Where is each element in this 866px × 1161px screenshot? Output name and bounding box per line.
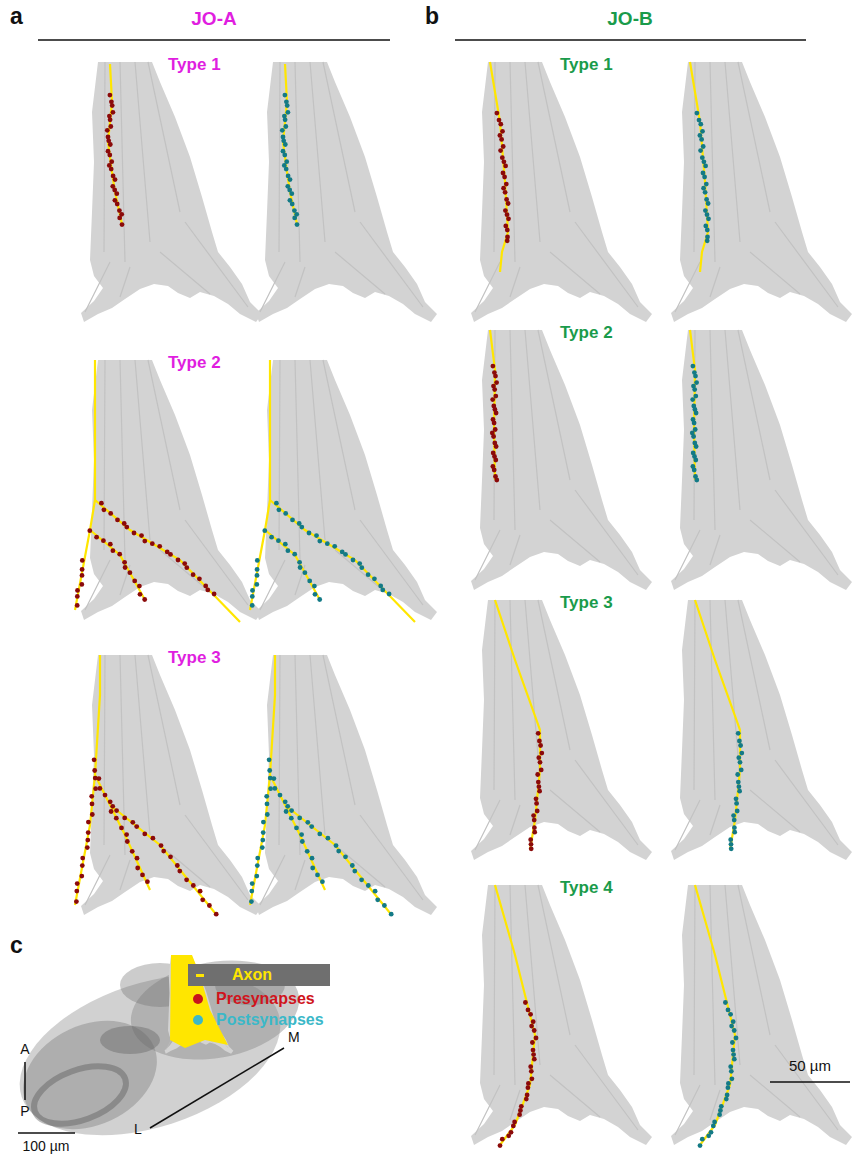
neuron-bundle <box>471 600 652 860</box>
legend-text: Presynapses <box>216 990 315 1008</box>
postsynapse-dots <box>250 501 392 608</box>
axis-label: A <box>20 1042 29 1057</box>
scale-bar <box>770 1081 850 1083</box>
axis-label: L <box>134 1122 142 1137</box>
neuron-bundle <box>256 655 437 915</box>
postsynapse-dots <box>280 93 300 227</box>
axis-label: P <box>20 1104 29 1119</box>
panel-letter: c <box>10 933 23 958</box>
postsynapse-dots <box>728 731 744 851</box>
presynapse-dots <box>498 1000 539 1148</box>
legend-ground <box>188 964 330 986</box>
scale-label: 100 µm <box>23 1139 70 1154</box>
legend-text: Axon <box>232 966 272 984</box>
presynapse-dots <box>495 111 511 244</box>
neuron-bundle <box>256 62 437 322</box>
axon-trace <box>495 600 540 850</box>
neuron-bundle <box>256 360 437 620</box>
type-label: Type 1 <box>168 56 221 75</box>
presynapse-dots <box>490 364 499 483</box>
type-label: Type 4 <box>560 879 613 898</box>
panel-letter: a <box>10 4 23 29</box>
presynapse-dots <box>105 93 125 227</box>
axis-line <box>24 1062 26 1100</box>
legend-text: Postsynapses <box>216 1011 324 1029</box>
neuron-bundle <box>81 655 262 915</box>
type-label: Type 3 <box>168 649 221 668</box>
neuron-bundle <box>671 62 852 322</box>
neuron-bundle <box>671 600 852 860</box>
type-label: Type 3 <box>560 594 613 613</box>
legend-swatch <box>193 994 203 1004</box>
scale-label: 50 µm <box>789 1058 831 1075</box>
group-heading: JO-B <box>607 9 652 30</box>
type-label: Type 1 <box>560 56 613 75</box>
presynapse-dots <box>74 757 219 916</box>
postsynapse-dots <box>695 111 711 244</box>
type-label: Type 2 <box>168 354 221 373</box>
panel-letter: b <box>425 4 439 29</box>
presynapse-dots <box>528 731 544 851</box>
header-rule <box>38 39 390 41</box>
group-heading: JO-A <box>191 9 236 30</box>
neuron-bundle <box>671 885 852 1145</box>
postsynapse-dots <box>249 757 394 916</box>
axon-trace <box>75 360 240 622</box>
presynapse-dots <box>75 501 217 608</box>
type-label: Type 2 <box>560 324 613 343</box>
postsynapse-dots <box>690 364 699 483</box>
brain-render <box>0 945 307 1161</box>
neuron-bundle <box>81 62 262 322</box>
neuron-bundle <box>471 62 652 322</box>
legend-swatch <box>193 1015 203 1025</box>
axis-line <box>150 1048 284 1128</box>
neuron-bundle <box>671 330 852 590</box>
axon-trace <box>250 360 415 622</box>
axon-trace <box>695 600 740 850</box>
neuron-bundle <box>81 360 262 620</box>
legend-swatch <box>196 974 204 977</box>
neuron-bundle <box>471 885 652 1145</box>
scale-bar <box>18 1132 75 1134</box>
axis-label: M <box>288 1030 300 1045</box>
axon-trace <box>75 655 215 913</box>
postsynapse-dots <box>698 1000 739 1148</box>
neuron-bundle <box>471 330 652 590</box>
axon-trace <box>250 655 390 913</box>
header-rule <box>455 39 806 41</box>
